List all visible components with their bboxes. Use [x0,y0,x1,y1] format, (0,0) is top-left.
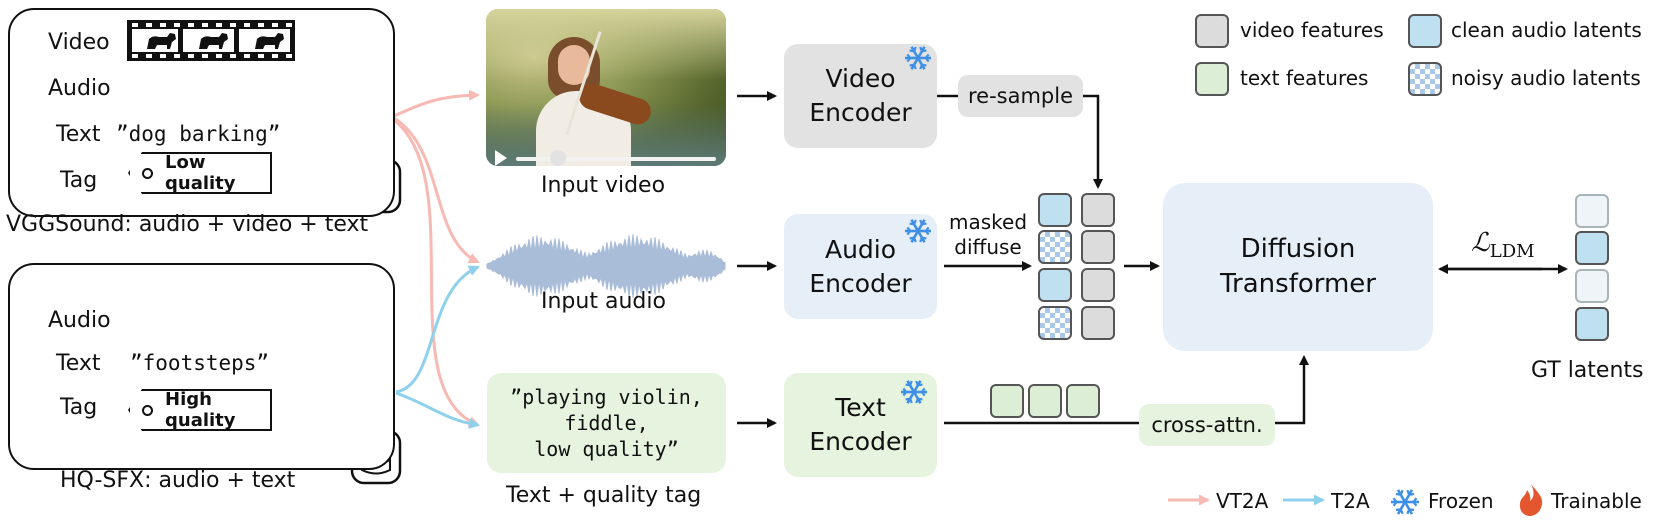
video-encoder: Video Encoder [784,44,937,148]
legend-swatch-clean [1408,14,1442,48]
text-encoder: Text Encoder [784,373,937,477]
dataset-caption-hqsfx: HQ-SFX: audio + text [60,468,296,493]
resample-op: re-sample [958,75,1083,117]
transformer-label: Diffusion [1240,233,1356,264]
row-label-audio: Audio [48,76,111,101]
encoder-label: Encoder [809,268,912,298]
video-progress-handle[interactable] [550,150,566,166]
text-input-caption: Text + quality tag [506,483,702,508]
op-label: masked [948,210,1028,234]
snowflake-icon [905,46,931,70]
input-video-frame [486,9,726,166]
legend-noisy-latents: noisy audio latents [1451,66,1641,90]
text-prompt-box: ”playing violin, fiddle, low quality” [487,373,726,473]
play-icon[interactable] [495,150,507,166]
vggsound-text-value: ”dog barking” [116,122,281,146]
snowflake-icon [901,380,927,404]
quality-tag-label: High quality [165,389,236,431]
snowflake-icon [1391,489,1419,515]
video-feature [1081,268,1115,302]
op-label: diffuse [954,235,1022,259]
video-feature [1081,193,1115,227]
text-feature [990,384,1024,418]
tag-hole-icon [142,167,153,179]
gt-latent [1575,307,1609,341]
encoder-label: Encoder [809,427,912,456]
gt-latent [1575,194,1609,228]
text-prompt-line: ”playing violin, [510,385,703,409]
encoder-label: Video [825,64,896,94]
transformer-label: Transformer [1219,269,1376,299]
quality-tag-high: High quality [128,389,272,431]
tag-hole-icon [142,404,153,416]
row-label-text: Text [56,351,101,376]
gt-latent [1575,231,1609,265]
legend-trainable: Trainable [1551,489,1642,513]
quality-tag-label: Low quality [165,152,236,194]
input-audio-waveform [486,234,726,298]
legend-t2a: T2A [1331,489,1370,513]
legend-swatch-noisy [1408,62,1442,96]
video-feature [1081,230,1115,264]
loss-subscript: LDM [1489,241,1535,262]
encoder-label: Text [835,393,886,423]
snowflake-icon [905,219,931,243]
legend-swatch-text [1195,62,1229,96]
legend-swatch-video [1195,14,1229,48]
noisy-latent [1038,230,1072,264]
input-video-caption: Input video [541,173,666,198]
text-prompt-line: fiddle, [564,411,649,435]
dataset-hqsfx-card [8,263,395,470]
legend-vt2a: VT2A [1216,489,1269,513]
input-audio-caption: Input audio [541,289,666,314]
row-label-video: Video [48,30,110,55]
noisy-latent [1038,306,1072,340]
clean-latent [1038,193,1072,227]
encoder-label: Encoder [809,98,912,127]
row-label-audio: Audio [48,308,111,333]
encoder-label: Audio [824,234,897,264]
loss-label: ℒLDM [1471,228,1535,262]
text-feature [1028,384,1062,418]
dataset-caption-vggsound: VGGSound: audio + video + text [6,212,369,237]
flow-arrows [737,91,1568,428]
row-label-text: Text [56,122,101,147]
text-feature [1066,384,1100,418]
cross-attn-op: cross-attn. [1139,404,1275,446]
masked-diffuse-label: masked diffuse [948,210,1028,260]
legend-text-features: text features [1240,66,1369,90]
diffusion-transformer: Diffusion Transformer [1163,183,1433,351]
hqsfx-text-value: ”footsteps” [130,351,270,375]
flame-icon [1519,484,1543,516]
row-label-tag: Tag [60,168,98,193]
video-feature [1081,306,1115,340]
legend-frozen: Frozen [1428,489,1494,513]
gt-latent [1575,269,1609,303]
text-prompt-line: low quality” [534,437,679,461]
gt-latents-caption: GT latents [1531,358,1644,383]
t2a-arrows [395,265,480,430]
legend-video-features: video features [1240,18,1384,42]
legend-clean-latents: clean audio latents [1451,18,1642,42]
row-label-tag: Tag [60,395,98,420]
quality-tag-low: Low quality [128,152,272,194]
vt2a-arrows [393,89,480,427]
video-progress-track[interactable] [516,157,716,161]
clean-latent [1038,268,1072,302]
